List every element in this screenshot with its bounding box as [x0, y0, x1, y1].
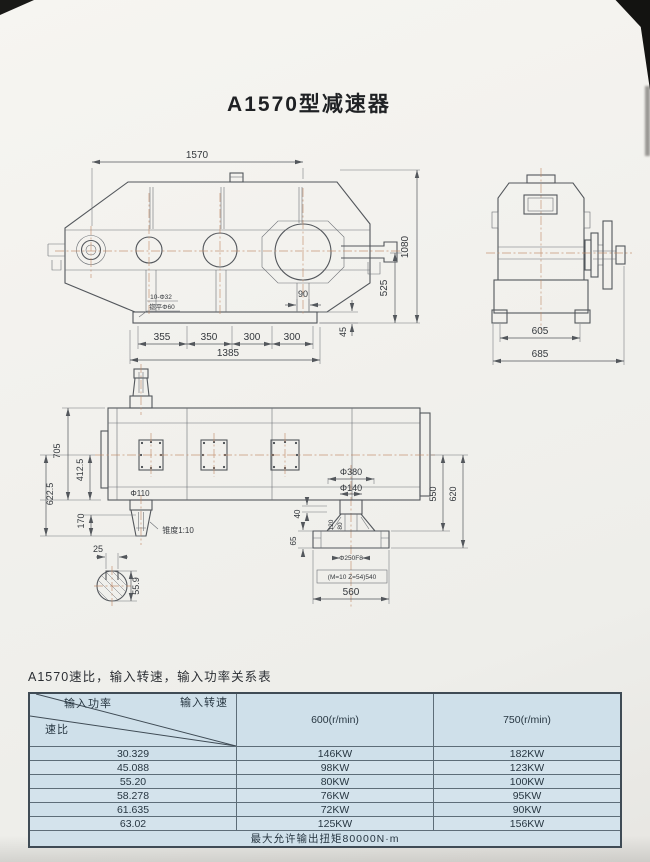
table-row: 61.635 72KW 90KW — [28, 802, 622, 817]
label-holes: 10-Φ32 — [150, 294, 172, 301]
table-caption: A1570速比，输入转速，输入功率关系表 — [28, 670, 272, 684]
ratio-value: 55.20 — [28, 774, 237, 789]
dim-355: 355 — [154, 332, 171, 343]
corner-label-ratio: 速比 — [45, 724, 69, 736]
table-row: 58.278 76KW 95KW — [28, 788, 622, 803]
scan-edge-artifact — [645, 86, 650, 156]
dim-90: 90 — [298, 289, 308, 299]
shaft-section-detail: 25 55.9 — [93, 544, 141, 606]
power-750-value: 182KW — [433, 746, 622, 761]
column-header-600rpm: 600(r/min) — [236, 692, 434, 747]
dim-622-5: 622.5 — [45, 483, 55, 506]
power-750-value: 95KW — [433, 788, 622, 803]
side-view: 1570 1080 525 90 45 355 — [47, 150, 420, 364]
output-flange: 120 80 Φ380 Φ140 40 65 Φ25 — [289, 454, 468, 604]
dim-1080: 1080 — [400, 235, 411, 258]
power-600-value: 72KW — [236, 802, 434, 817]
dim-550: 550 — [428, 486, 438, 501]
dim-45: 45 — [338, 327, 348, 337]
dim-120: 120 — [328, 519, 335, 530]
table-corner-header: 输入功率 输入转速 速比 — [28, 692, 237, 747]
dim-1385: 1385 — [217, 348, 240, 359]
power-750-value: 90KW — [433, 802, 622, 817]
power-750-value: 156KW — [433, 816, 622, 831]
end-view: 605 685 — [486, 168, 632, 365]
label-spotface: 锪平Φ60 — [149, 302, 175, 311]
dim-55-9: 55.9 — [131, 577, 141, 595]
table-row: 63.02 125KW 156KW — [28, 816, 622, 831]
dim-phi140: Φ140 — [340, 483, 362, 493]
power-600-value: 125KW — [236, 816, 434, 831]
ratio-power-table: 输入功率 输入转速 速比 600(r/min) 750(r/min) 30.32… — [28, 692, 622, 848]
label-phi110: Φ110 — [130, 489, 150, 498]
power-600-value: 98KW — [236, 760, 434, 775]
corner-label-input-power: 输入功率 — [64, 698, 112, 710]
label-taper: 锥度1:10 — [162, 525, 194, 535]
ratio-value: 30.329 — [28, 746, 237, 761]
power-600-value: 76KW — [236, 788, 434, 803]
top-view: Φ110 锥度1:10 705 412.5 622.5 170 — [40, 364, 468, 608]
corner-diagonal-lines — [30, 694, 236, 746]
power-750-value: 100KW — [433, 774, 622, 789]
technical-drawing: 1570 1080 525 90 45 355 — [40, 150, 632, 608]
ratio-value: 45.088 — [28, 760, 237, 775]
table-row: 30.329 146KW 182KW — [28, 746, 622, 761]
table-row: 55.20 80KW 100KW — [28, 774, 622, 789]
dim-80: 80 — [337, 522, 344, 530]
dim-40: 40 — [293, 509, 302, 518]
power-600-value: 80KW — [236, 774, 434, 789]
dim-1570: 1570 — [186, 150, 209, 161]
label-gear-note: (M=10 Z=54)540 — [328, 574, 377, 581]
dim-605: 605 — [532, 326, 549, 337]
dim-170: 170 — [76, 513, 86, 528]
dim-412-5: 412.5 — [75, 459, 85, 482]
ratio-value: 58.278 — [28, 788, 237, 803]
dim-phi380: Φ380 — [340, 467, 362, 477]
power-750-value: 123KW — [433, 760, 622, 775]
corner-label-input-speed: 输入转速 — [180, 697, 228, 709]
cover-bolts-1 — [139, 440, 163, 470]
dim-350: 350 — [201, 332, 218, 343]
max-torque-note: 最大允许输出扭矩80000N·m — [28, 830, 622, 848]
page-title: A1570型减速器 — [227, 93, 391, 116]
dim-25: 25 — [93, 544, 103, 554]
dim-300b: 300 — [284, 332, 301, 343]
scan-corner-artifact-topleft — [0, 0, 34, 15]
dim-300a: 300 — [244, 332, 261, 343]
dim-525: 525 — [379, 279, 390, 296]
dim-65: 65 — [289, 536, 298, 545]
dim-620: 620 — [448, 486, 458, 501]
table-row: 45.088 98KW 123KW — [28, 760, 622, 775]
ratio-value: 63.02 — [28, 816, 237, 831]
column-header-750rpm: 750(r/min) — [433, 692, 622, 747]
dim-705: 705 — [52, 443, 62, 458]
ratio-value: 61.635 — [28, 802, 237, 817]
dim-560: 560 — [343, 587, 360, 598]
power-600-value: 146KW — [236, 746, 434, 761]
label-phi250: Φ250F8 — [339, 555, 363, 562]
dim-685: 685 — [532, 349, 549, 360]
